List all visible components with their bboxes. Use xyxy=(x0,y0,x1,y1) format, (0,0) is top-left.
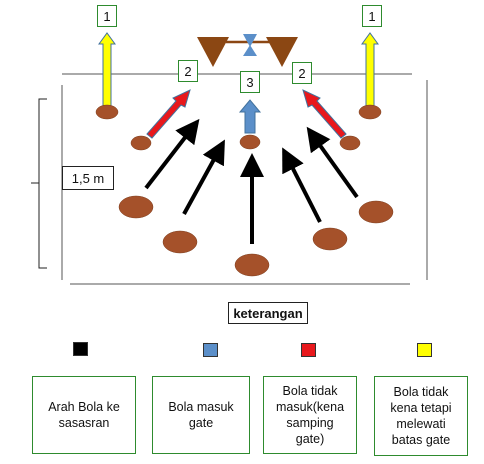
ball xyxy=(118,195,154,219)
ball xyxy=(339,135,361,151)
blue-arrow-center xyxy=(238,99,262,134)
red-arrow-right xyxy=(302,89,347,139)
legend-box-ball-direction: Arah Bola ke sasasran xyxy=(32,376,136,454)
legend-title: keterangan xyxy=(228,302,308,324)
black-arrow-2 xyxy=(182,139,225,215)
gate xyxy=(197,34,298,67)
distance-label: 1,5 m xyxy=(62,166,114,190)
black-arrow-5 xyxy=(306,126,359,199)
black-arrow-1 xyxy=(144,118,200,190)
legend-swatch-black xyxy=(73,342,88,356)
distance-brace xyxy=(31,98,47,269)
gate-cone-left xyxy=(197,37,229,67)
legend-box-ball-passed-line: Bola tidak kena tetapi melewati batas ga… xyxy=(374,376,468,456)
gate-label-1-right: 1 xyxy=(362,5,382,27)
ball xyxy=(358,200,394,224)
gate-post-bottom xyxy=(243,45,257,56)
legend-swatch-yellow xyxy=(417,343,432,357)
gate-label-2-right: 2 xyxy=(292,62,312,84)
gate-cone-right xyxy=(266,37,298,67)
legend-swatch-red xyxy=(301,343,316,357)
gate-label-1-left: 1 xyxy=(97,5,117,27)
ball xyxy=(312,227,348,251)
yellow-arrow-right xyxy=(361,32,379,116)
red-arrow-left xyxy=(146,89,191,139)
yellow-arrow-left xyxy=(98,32,116,116)
legend-box-ball-hit-side: Bola tidak masuk(kena samping gate) xyxy=(263,376,357,454)
gate-label-3-center: 3 xyxy=(240,71,260,93)
ball xyxy=(95,104,119,120)
ball xyxy=(234,253,270,277)
black-arrow-4 xyxy=(282,147,322,223)
legend-swatch-blue xyxy=(203,343,218,357)
ball xyxy=(130,135,152,151)
ball xyxy=(239,134,261,150)
ball xyxy=(162,230,198,254)
gate-post-top xyxy=(243,34,257,47)
legend-box-ball-in-gate: Bola masuk gate xyxy=(152,376,250,454)
gate-label-2-left: 2 xyxy=(178,60,198,82)
ball xyxy=(358,104,382,120)
